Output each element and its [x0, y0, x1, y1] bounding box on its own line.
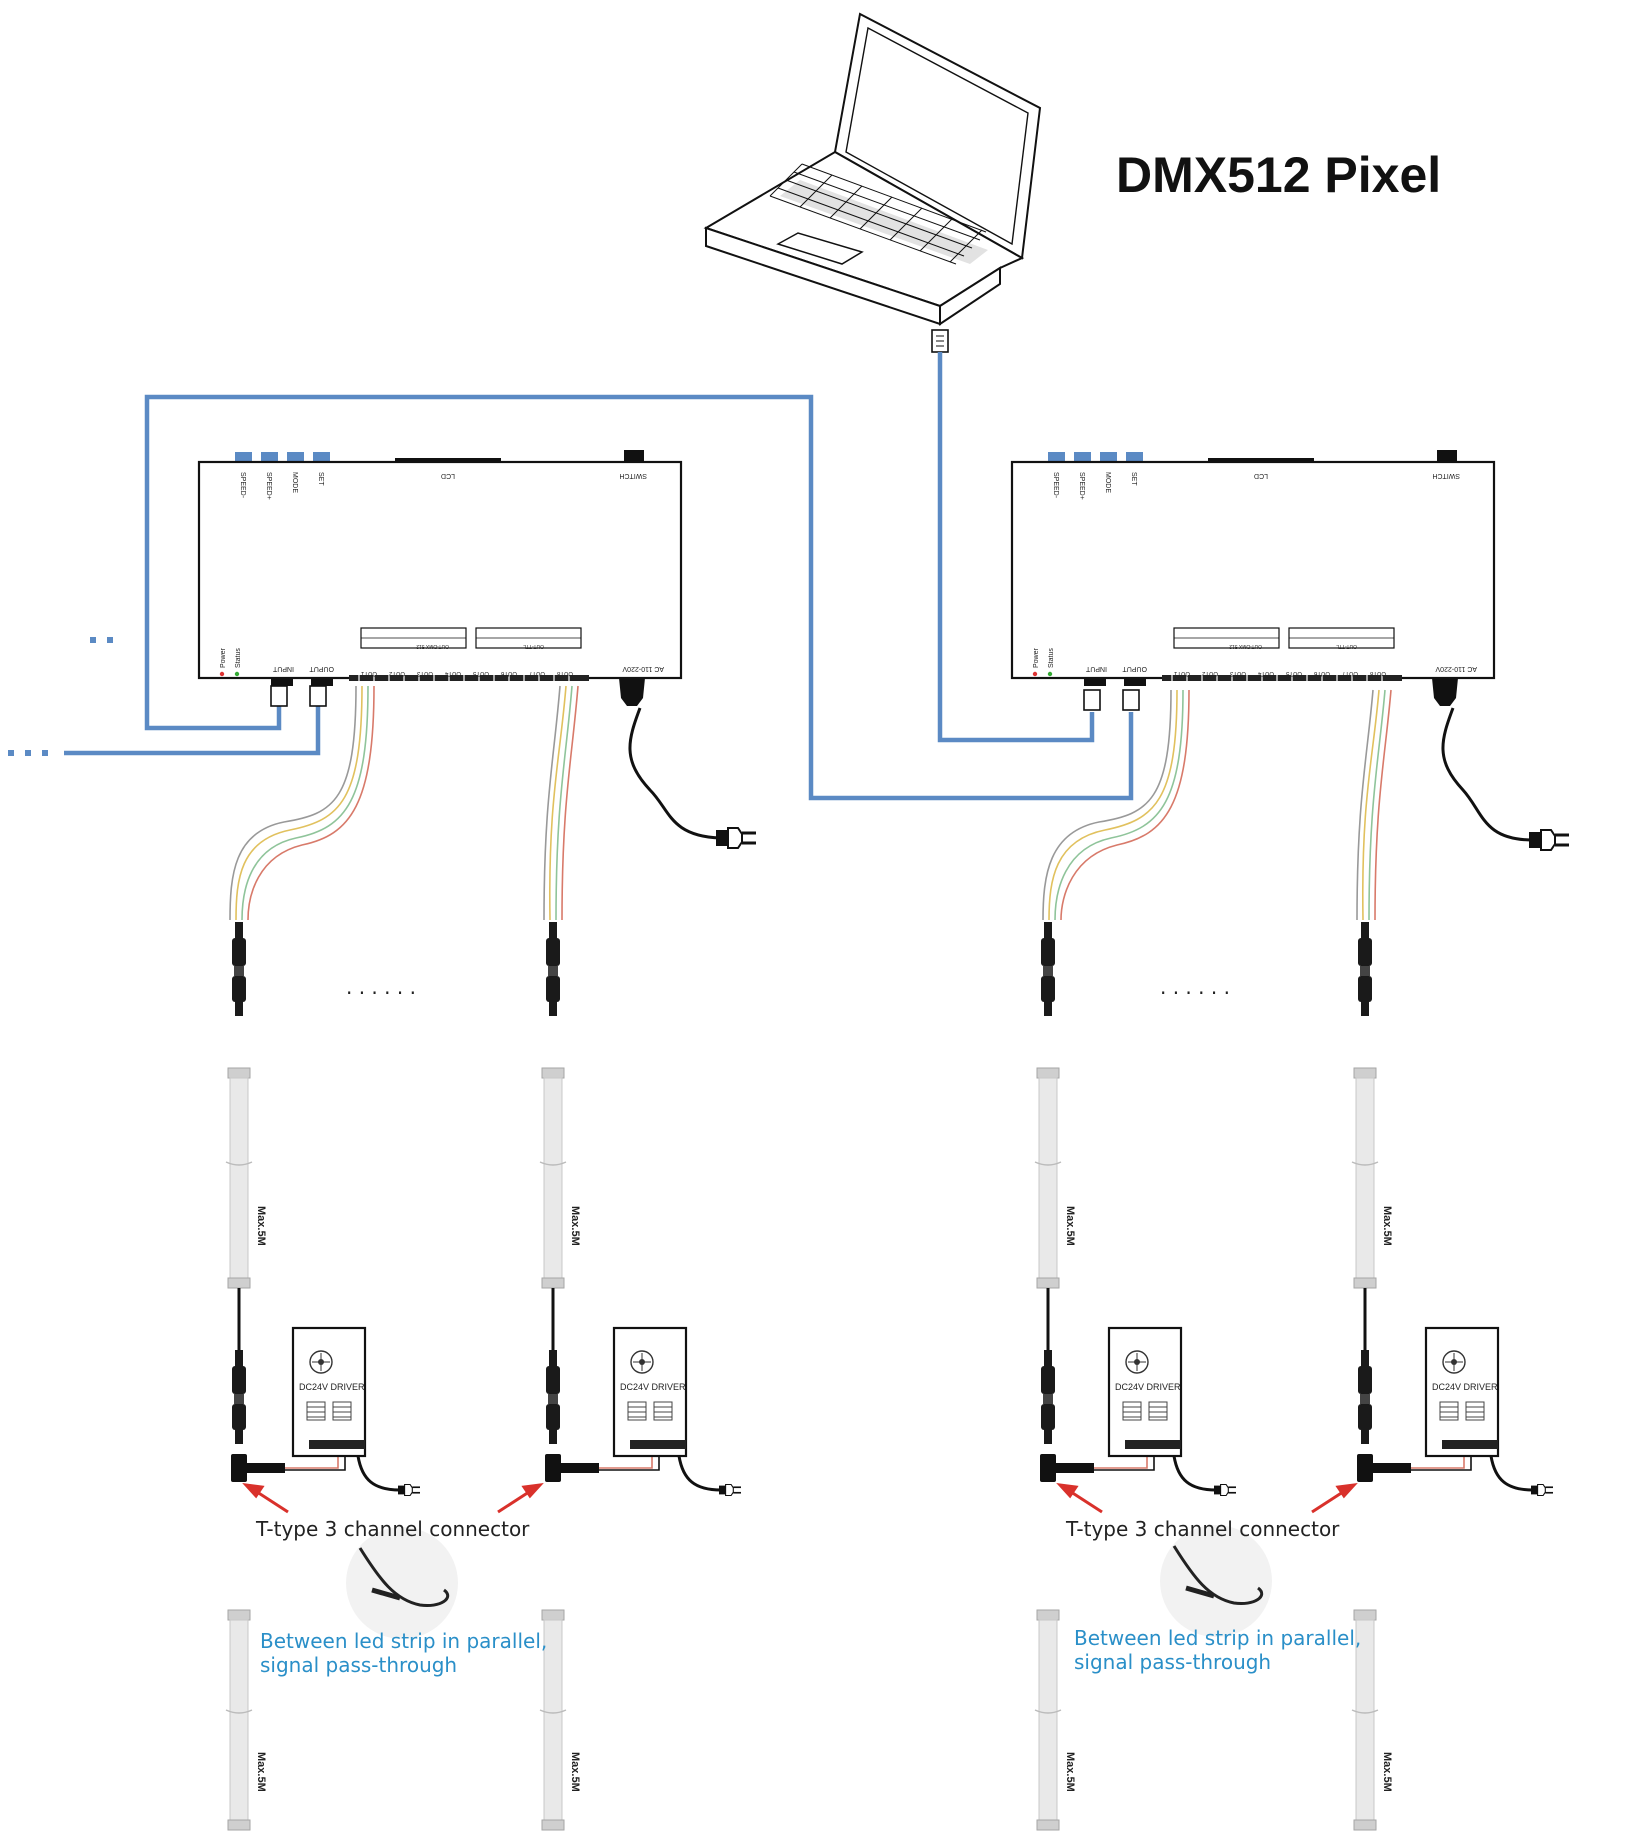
button-label-set: SET [1130, 472, 1137, 486]
t-connector-icon [231, 1454, 285, 1482]
strip-length-label: Max.5M [255, 1752, 267, 1792]
button-label-speed-minus: SPEED- [1052, 472, 1059, 499]
power-plug-icon [1527, 828, 1571, 852]
button-label-speed-minus: SPEED- [239, 472, 246, 499]
parallel-note-line2: signal pass-through [260, 1653, 457, 1677]
output-label-8: OUT8 [556, 670, 573, 676]
output-label-4: OUT4 [1257, 670, 1274, 676]
lcd-label: LCD [441, 472, 455, 479]
power-plug-icon [1530, 1483, 1554, 1497]
strip-length-label: Max.5M [1064, 1206, 1076, 1246]
parallel-note-line1: Between led strip in parallel, [260, 1629, 547, 1653]
switch-label: SWITCH [619, 472, 647, 479]
output-label-5: OUT5 [472, 670, 489, 676]
t-connector-label: T-type 3 channel connector [255, 1517, 530, 1541]
red-arrows [242, 1483, 1358, 1514]
pixel-wires [229, 685, 1392, 921]
t-connector-icon [1357, 1454, 1411, 1482]
button-label-mode: MODE [291, 472, 298, 493]
driver-label: DC24V DRIVER [1432, 1382, 1498, 1392]
rj45-plug-icon [270, 685, 1140, 711]
strip-column-4 [1353, 922, 1377, 1831]
ttl-out-label: OUT-TTL [1336, 643, 1357, 649]
power-plug-icon [718, 1483, 742, 1497]
continuation-dots [8, 637, 113, 756]
output-label-5: OUT5 [1285, 670, 1302, 676]
ttl-out-label: OUT-TTL [523, 643, 544, 649]
parallel-note-line2: signal pass-through [1074, 1650, 1271, 1674]
connector-photo [346, 1525, 1272, 1639]
power-cord [628, 707, 1534, 842]
power-driver [291, 1326, 367, 1458]
laptop-icon [703, 12, 1042, 326]
led-label-power: Power [220, 647, 227, 668]
t-connector-label: T-type 3 channel connector [1065, 1517, 1340, 1541]
led-label-status: Status [1048, 648, 1055, 668]
switch-label: SWITCH [1432, 472, 1460, 479]
power-driver [1107, 1326, 1183, 1458]
strip-column-1 [227, 922, 251, 1831]
strip-column-2 [541, 922, 565, 1831]
button-label-speed-plus: SPEED+ [1078, 472, 1085, 500]
output-label-1: OUT1 [360, 670, 377, 676]
strip-length-label: Max.5M [1381, 1752, 1393, 1792]
dmx-out-label: OUT-DMX 512 [416, 643, 449, 649]
power-plug-icon [714, 826, 758, 850]
output-label-6: OUT6 [1313, 670, 1330, 676]
lcd-label: LCD [1254, 472, 1268, 479]
ac-label: AC 110-220V [622, 665, 664, 672]
port-label-input: INPUT [1085, 665, 1107, 672]
power-driver [612, 1326, 688, 1458]
power-plug-icon [1213, 1483, 1237, 1497]
led-label-power: Power [1033, 647, 1040, 668]
output-label-3: OUT3 [416, 670, 433, 676]
page-title: DMX512 Pixel [1116, 147, 1441, 203]
strip-length-label: Max.5M [569, 1752, 581, 1792]
port-label-output: OUPUT [1122, 665, 1147, 672]
dmx-out-label: OUT-DMX 512 [1229, 643, 1262, 649]
strip-length-label: Max.5M [255, 1206, 267, 1246]
output-label-8: OUT8 [1369, 670, 1386, 676]
button-label-set: SET [317, 472, 324, 486]
dmx-cable [64, 352, 1134, 801]
strip-length-label: Max.5M [1381, 1206, 1393, 1246]
more-outputs-ellipsis: · · · · · · [1160, 981, 1230, 1005]
output-label-2: OUT2 [388, 670, 405, 676]
rj45-plug-icon [931, 329, 949, 353]
driver-label: DC24V DRIVER [1115, 1382, 1181, 1392]
port-label-output: OUPUT [309, 665, 334, 672]
ac-label: AC 110-220V [1435, 665, 1477, 672]
power-plug-icon [397, 1483, 421, 1497]
output-label-1: OUT1 [1173, 670, 1190, 676]
more-outputs-ellipsis: · · · · · · [346, 981, 416, 1005]
output-label-2: OUT2 [1201, 670, 1218, 676]
led-label-status: Status [235, 648, 242, 668]
output-label-7: OUT7 [1341, 670, 1358, 676]
strip-length-label: Max.5M [1064, 1752, 1076, 1792]
port-label-input: INPUT [272, 665, 294, 672]
strip-length-label: Max.5M [569, 1206, 581, 1246]
driver-label: DC24V DRIVER [620, 1382, 686, 1392]
strip-column-3 [1036, 922, 1060, 1831]
button-label-mode: MODE [1104, 472, 1111, 493]
t-connector-icon [1040, 1454, 1094, 1482]
output-label-7: OUT7 [528, 670, 545, 676]
driver-label: DC24V DRIVER [299, 1382, 365, 1392]
output-label-4: OUT4 [444, 670, 461, 676]
parallel-note-line1: Between led strip in parallel, [1074, 1626, 1361, 1650]
power-driver [1424, 1326, 1500, 1458]
t-connector-icon [545, 1454, 599, 1482]
output-label-3: OUT3 [1229, 670, 1246, 676]
button-label-speed-plus: SPEED+ [265, 472, 272, 500]
output-label-6: OUT6 [500, 670, 517, 676]
